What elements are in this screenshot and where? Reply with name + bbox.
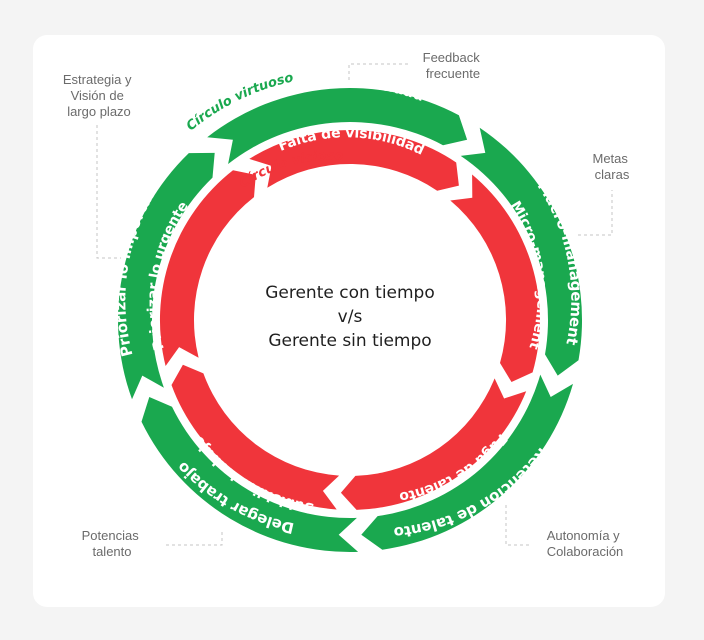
- connector-autonomia: [505, 505, 530, 546]
- note-feedback: Feedback frecuente: [423, 50, 484, 81]
- outer-segment-3: [141, 397, 359, 553]
- vicious-circle: [159, 130, 540, 510]
- outer-segment-1: [460, 127, 583, 376]
- inner-segment-3: [171, 364, 340, 510]
- title-line-2: v/s: [338, 307, 363, 327]
- inner-segment-1: [450, 174, 540, 382]
- outer-segment-0: [207, 88, 468, 164]
- inner-segment-0: [249, 130, 459, 191]
- note-potencias: Potencias talento: [82, 528, 143, 559]
- outer-segment-4: [118, 152, 215, 400]
- note-autonomia: Autonomía y Colaboración: [547, 528, 624, 559]
- virtuous-circle: [118, 88, 583, 553]
- inner-segment-2: [340, 378, 527, 510]
- connector-feedback: [348, 63, 410, 80]
- title-line-1: Gerente con tiempo: [265, 283, 435, 303]
- note-estrategia: Estrategia y Visión de largo plazo: [63, 72, 135, 119]
- note-metas: Metas claras: [592, 151, 631, 182]
- connector-potencias: [166, 530, 223, 546]
- inner-segment-4: [159, 170, 256, 366]
- outer-segment-2: [361, 374, 573, 550]
- connector-estrategia: [96, 125, 121, 259]
- connector-metas: [578, 190, 613, 236]
- title-line-3: Gerente sin tiempo: [268, 331, 431, 351]
